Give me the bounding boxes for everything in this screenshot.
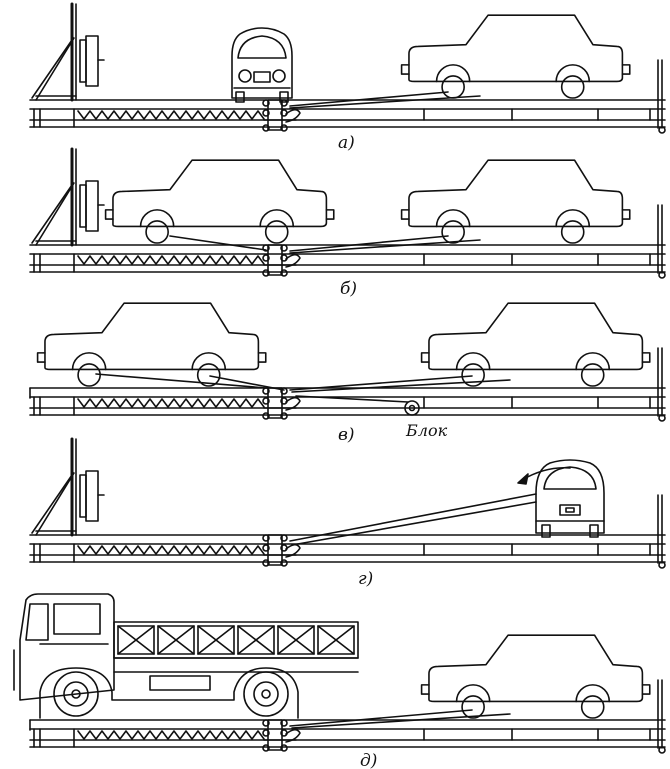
direction-arrow: [522, 468, 570, 480]
car-side-view: [400, 159, 631, 244]
car-front-view: [231, 27, 293, 103]
car-rear-view: [535, 459, 605, 538]
car-side-view: [400, 14, 631, 99]
truck: [14, 594, 358, 718]
car-side-view: [420, 302, 651, 387]
car-side-view: [36, 302, 267, 387]
panel-a: а): [29, 2, 666, 153]
panel-label-a: а): [338, 133, 355, 153]
block-pulley: [405, 401, 419, 415]
car-side-view: [104, 159, 335, 244]
panel-label-e: д): [360, 751, 377, 769]
block-label: Блок: [405, 421, 448, 440]
panel-e: д): [14, 594, 666, 769]
panel-d: г): [29, 437, 666, 589]
panel-c: Блок в): [29, 302, 666, 445]
car-side-view: [420, 634, 651, 719]
panel-b: б): [29, 147, 666, 299]
panel-label-d: г): [358, 569, 373, 589]
panel-label-c: в): [338, 425, 355, 445]
panel-label-b: б): [340, 279, 357, 299]
